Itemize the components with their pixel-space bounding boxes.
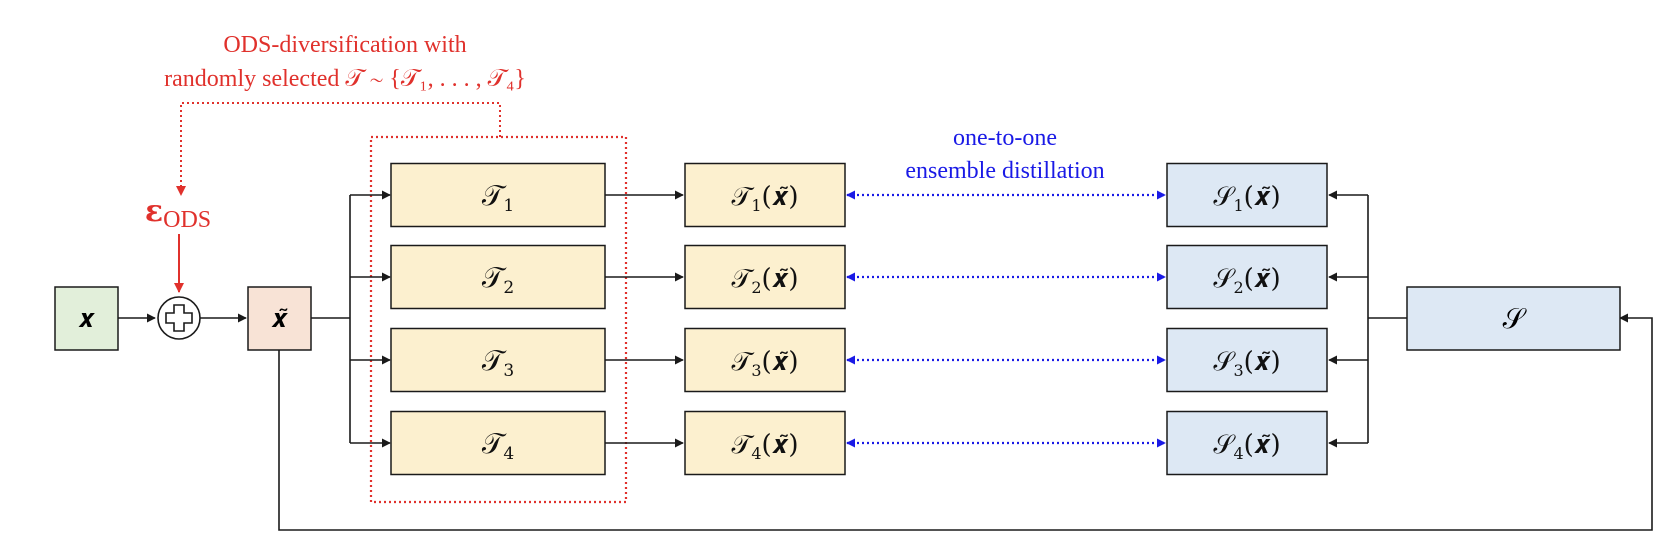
student-output-arrows — [1328, 190, 1368, 448]
distillation-links — [846, 190, 1166, 448]
input-x-box — [54, 286, 119, 351]
teacher-box-2 — [390, 244, 606, 310]
student-output-box-2 — [1166, 244, 1328, 310]
ods-annotation-line2: randomly selected 𝒯 ∼ {𝒯₁, . . . , 𝒯₄} — [164, 66, 526, 92]
x-tilde-label: 𝒙̃ — [271, 304, 288, 334]
teacher-label-3: 𝒯3 — [482, 344, 514, 381]
ods-annotation-line1: ODS-diversification with — [223, 32, 466, 58]
teacher-output-box-2 — [684, 244, 846, 310]
student-output-label-3: 𝒮3(𝒙̃) — [1213, 347, 1280, 380]
teacher-box-4 — [390, 410, 606, 476]
student-label: 𝒮 — [1503, 302, 1528, 335]
student-output-box-3 — [1166, 327, 1328, 393]
teacher-output-label-3: 𝒯3(𝒙̃) — [731, 347, 798, 380]
teacher-box-3 — [390, 327, 606, 393]
student-output-boxes: 𝒮1(𝒙̃) 𝒮2(𝒙̃) 𝒮3(𝒙̃) 𝒮4(𝒙̃) — [1166, 162, 1328, 476]
teacher-label-1: 𝒯1 — [482, 179, 514, 216]
student-box — [1406, 286, 1621, 351]
epsilon-subscript: ODS — [163, 207, 211, 233]
teacher-output-box-1 — [684, 162, 846, 228]
input-x-label: 𝒙 — [78, 304, 95, 334]
xtilde-branch-lines — [311, 195, 351, 443]
teacher-output-box-4 — [684, 410, 846, 476]
student-output-label-2: 𝒮2(𝒙̃) — [1213, 264, 1280, 297]
teacher-output-label-2: 𝒯2(𝒙̃) — [731, 264, 798, 297]
teacher-label-4: 𝒯4 — [482, 427, 514, 464]
student-output-box-4 — [1166, 410, 1328, 476]
distill-annotation-line1: one-to-one — [953, 125, 1057, 151]
feedback-loop-line — [278, 313, 1653, 531]
student-output-label-1: 𝒮1(𝒙̃) — [1213, 182, 1280, 215]
distill-annotation-line2: ensemble distillation — [905, 158, 1104, 184]
epsilon-symbol: ε — [145, 194, 163, 229]
student-output-label-4: 𝒮4(𝒙̃) — [1213, 430, 1280, 463]
teacher-output-label-4: 𝒯4(𝒙̃) — [731, 430, 798, 463]
x-tilde-box — [247, 286, 312, 351]
epsilon-ods-label: εODS — [145, 194, 211, 233]
teacher-label-2: 𝒯2 — [482, 261, 514, 298]
plus-icon — [165, 304, 193, 332]
ods-dotted-connector — [176, 102, 501, 196]
student-output-box-1 — [1166, 162, 1328, 228]
student-branch-lines — [1367, 195, 1407, 443]
teacher-output-box-3 — [684, 327, 846, 393]
teacher-input-arrows — [350, 190, 391, 448]
teacher-output-label-1: 𝒯1(𝒙̃) — [731, 182, 798, 215]
teacher-box-1 — [390, 162, 606, 228]
teacher-output-boxes: 𝒯1(𝒙̃) 𝒯2(𝒙̃) 𝒯3(𝒙̃) 𝒯4(𝒙̃) — [605, 162, 846, 476]
